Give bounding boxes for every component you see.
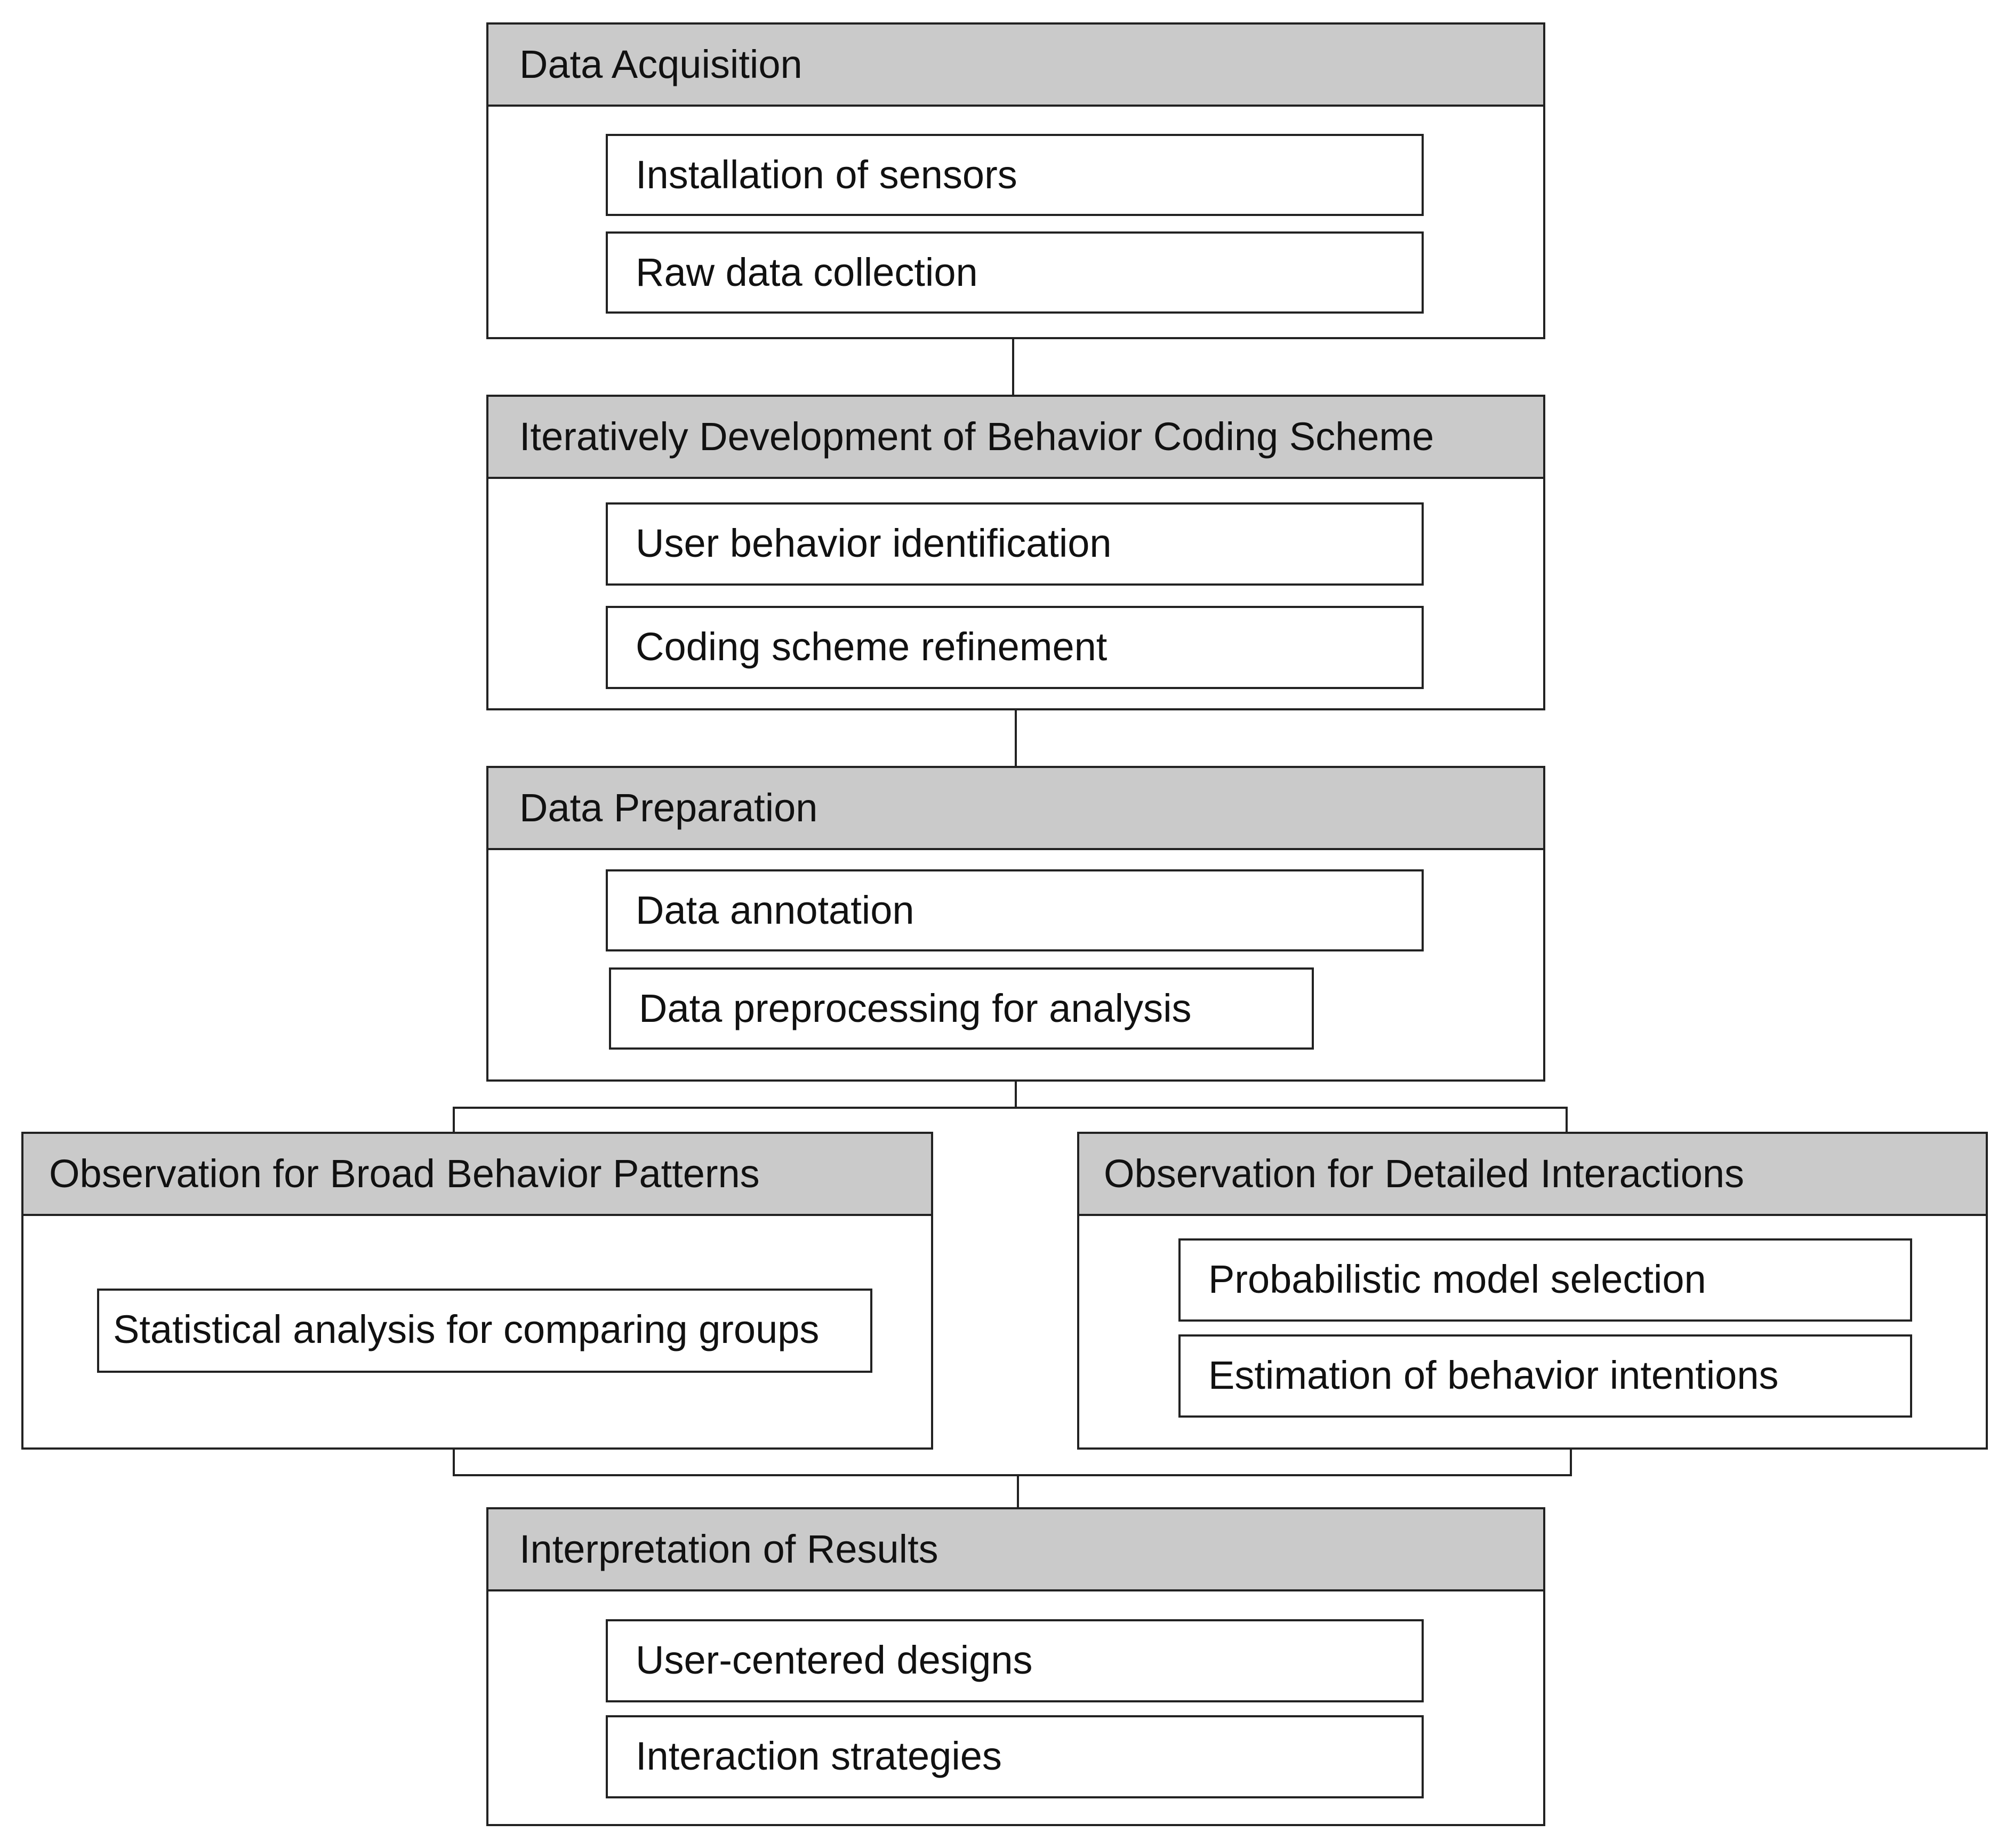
step-raw-data-collection: Raw data collection (606, 231, 1424, 314)
section-title: Iteratively Development of Behavior Codi… (488, 397, 1543, 479)
section-detailed-interactions: Observation for Detailed Interactions Pr… (1077, 1132, 1988, 1450)
step-user-centered-designs: User-centered designs (606, 1619, 1424, 1702)
section-data-preparation: Data Preparation Data annotation Data pr… (486, 766, 1545, 1082)
step-probabilistic-model-selection: Probabilistic model selection (1178, 1238, 1912, 1322)
section-data-acquisition: Data Acquisition Installation of sensors… (486, 22, 1545, 339)
section-title: Data Preparation (488, 768, 1543, 850)
section-broad-behavior-patterns: Observation for Broad Behavior Patterns … (21, 1132, 933, 1450)
step-data-preprocessing: Data preprocessing for analysis (609, 967, 1314, 1050)
connector-merge-bar (453, 1449, 1572, 1476)
step-user-behavior-identification: User behavior identification (606, 502, 1424, 586)
section-title: Observation for Detailed Interactions (1079, 1134, 1986, 1216)
section-interpretation-of-results: Interpretation of Results User-centered … (486, 1507, 1545, 1826)
step-installation-of-sensors: Installation of sensors (606, 134, 1424, 216)
step-data-annotation: Data annotation (606, 869, 1424, 951)
section-title: Interpretation of Results (488, 1509, 1543, 1591)
connector-split-bar (453, 1107, 1568, 1132)
section-title: Observation for Broad Behavior Patterns (23, 1134, 931, 1216)
step-statistical-analysis: Statistical analysis for comparing group… (97, 1289, 872, 1373)
section-title: Data Acquisition (488, 25, 1543, 107)
step-estimation-of-behavior-intentions: Estimation of behavior intentions (1178, 1334, 1912, 1418)
section-behavior-coding-scheme: Iteratively Development of Behavior Codi… (486, 395, 1545, 710)
step-interaction-strategies: Interaction strategies (606, 1715, 1424, 1798)
step-coding-scheme-refinement: Coding scheme refinement (606, 606, 1424, 689)
